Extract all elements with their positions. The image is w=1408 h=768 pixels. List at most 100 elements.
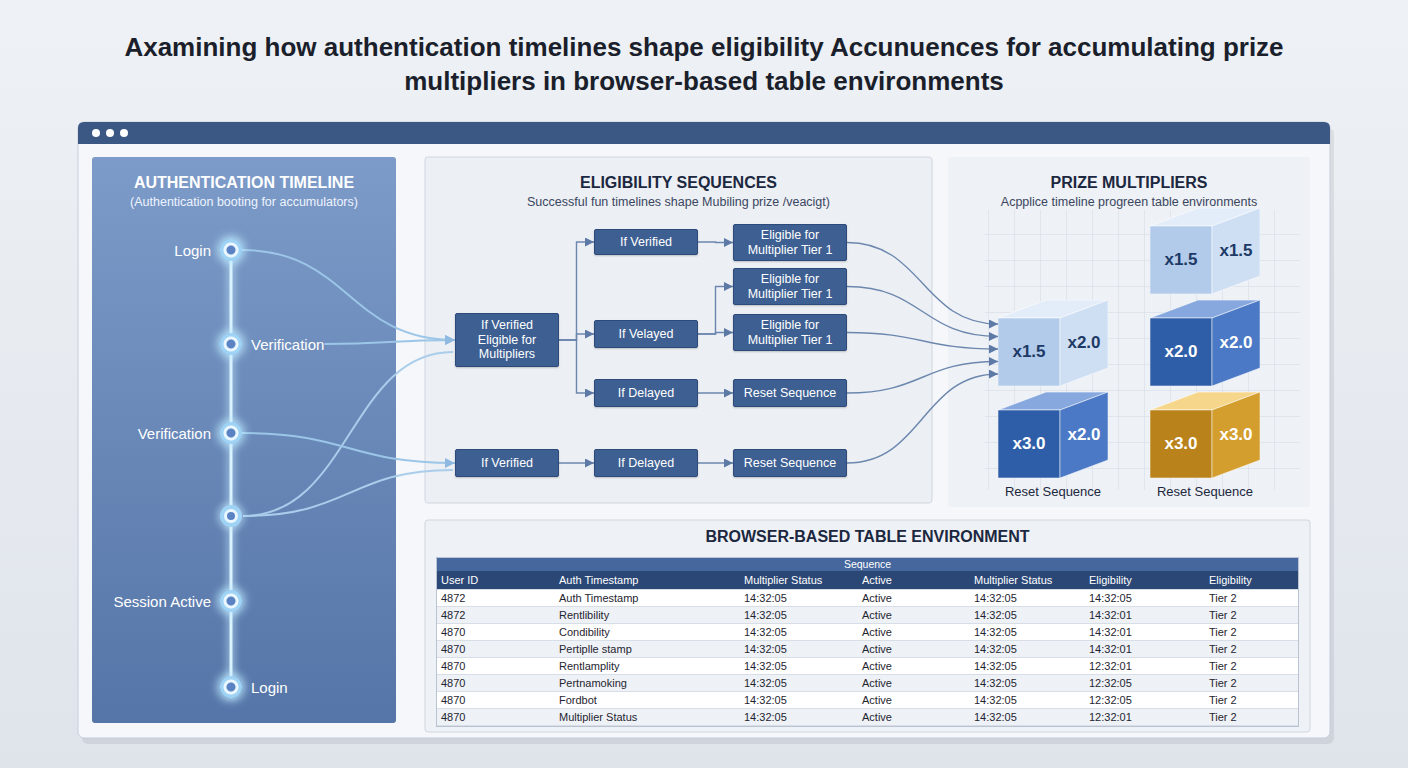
table-cell: 4872 (437, 607, 555, 624)
multiplier-value: x3.0 (1012, 434, 1045, 454)
table-row: 4870Pertnamoking14:32:05Active14:32:0512… (437, 675, 1298, 692)
connector-arrow (698, 333, 733, 335)
cell-value: Tier 2 (1209, 711, 1237, 723)
timeline-node: Login (174, 239, 242, 261)
cell-value: 14:32:05 (744, 592, 787, 604)
table-cell: Active (858, 675, 970, 692)
table-cell: 14:32:05 (740, 641, 858, 658)
cell-value: Tier 2 (1209, 626, 1237, 638)
cell-value: Condibility (559, 626, 610, 638)
cell-value: 14:32:05 (974, 643, 1017, 655)
cube-side (1212, 300, 1260, 386)
process-box: Eligible for Multiplier Tier 1 (733, 224, 847, 261)
multiplier-value: x2.0 (1219, 333, 1252, 353)
table-row: 4870Rentlamplity14:32:05Active14:32:0512… (437, 658, 1298, 675)
timeline-label: Verification (251, 336, 324, 353)
column-heading: Eligibility (1089, 574, 1132, 586)
connector-arrow (559, 462, 594, 463)
table-group-cell: Sequence (437, 558, 1298, 571)
box-label: Eligible for Multiplier Tier 1 (739, 272, 841, 301)
table-cell: Tier 2 (1205, 709, 1298, 726)
table-cell: Active (858, 692, 970, 709)
cell-value: Pertnamoking (559, 677, 627, 689)
table-panel-ground (425, 520, 1310, 732)
connector-arrow (698, 241, 733, 243)
timeline-marker-glow (217, 502, 245, 530)
cell-value: Tier 2 (1209, 660, 1237, 672)
panel-heading: PRIZE MULTIPLIERS (958, 173, 1300, 192)
cell-value: Active (862, 609, 892, 621)
cell-value: Tier 2 (1209, 677, 1237, 689)
table-cell: 4870 (437, 658, 555, 675)
table-cell: Tier 2 (1205, 692, 1298, 709)
panel-heading: BROWSER-BASED TABLE ENVIRONMENT (435, 527, 1300, 546)
cell-value: 4870 (441, 626, 465, 638)
table-cell: 12:32:01 (1085, 709, 1205, 726)
cell-value: 14:32:01 (1089, 626, 1132, 638)
table-cell: 14:32:01 (1085, 607, 1205, 624)
timeline-node: Verification (138, 422, 242, 444)
table-cell: 14:32:05 (740, 624, 858, 641)
cube-front (1150, 410, 1212, 478)
table-row: 4870Fordbot14:32:05Active14:32:0512:32:0… (437, 692, 1298, 709)
cell-value: 14:32:05 (974, 694, 1017, 706)
table-row: 4870Pertiplle stamp14:32:05Active14:32:0… (437, 641, 1298, 658)
timeline-link (243, 470, 453, 516)
window-dot (120, 129, 128, 137)
table-cell: Tier 2 (1205, 607, 1298, 624)
cell-value: Active (862, 677, 892, 689)
cell-value: 12:32:05 (1089, 677, 1132, 689)
cell-value: Active (862, 711, 892, 723)
browser-window (78, 122, 1330, 738)
cube-face: x1.5 (1150, 226, 1212, 294)
cell-value: Rentlamplity (559, 660, 620, 672)
table-cell: 12:32:01 (1085, 658, 1205, 675)
process-box: Eligible for Multiplier Tier 1 (733, 314, 847, 351)
panel-subtitle: (Authentication booting for accumulators… (102, 195, 386, 210)
table-header-cell: Eligibility (1085, 571, 1205, 590)
multiplier-cube: x3.0x3.0 (1150, 392, 1260, 478)
cell-value: 4872 (441, 609, 465, 621)
multiplier-value: x2.0 (1067, 333, 1100, 353)
box-label: If Verified Eligible for Multipliers (461, 318, 553, 361)
cube-face: x2.0 (1060, 309, 1108, 377)
table-cell: 4870 (437, 641, 555, 658)
multiplier-cube: x1.5 x2.0 (998, 300, 1108, 386)
table-cell: Active (858, 607, 970, 624)
cell-value: 12:32:05 (1089, 694, 1132, 706)
box-label: Reset Sequence (744, 386, 836, 400)
table-header-cell: Multiplier Status (740, 571, 858, 590)
cell-value: 14:32:05 (1089, 592, 1132, 604)
box-label: If Verified (481, 456, 533, 470)
cell-value: 14:32:05 (744, 694, 787, 706)
cube-face: x3.0 (998, 410, 1060, 478)
table-cell: Rentlamplity (555, 658, 740, 675)
multiplier-value: x2.0 (1067, 425, 1100, 445)
cell-value: Tier 2 (1209, 592, 1237, 604)
stack-caption: Reset Sequence (1157, 484, 1253, 499)
table-cell: 14:32:05 (970, 590, 1085, 607)
table-row: 4870Multiplier Status14:32:05Active14:32… (437, 709, 1298, 726)
table-cell: 14:32:05 (740, 709, 858, 726)
cube-face: x2.0 (1060, 401, 1108, 469)
box-label: Reset Sequence (744, 456, 836, 470)
timeline-marker (227, 512, 235, 520)
multiplier-value: x1.5 (1219, 241, 1252, 261)
table-cell: Multiplier Status (555, 709, 740, 726)
cell-value: 14:32:05 (974, 626, 1017, 638)
timeline-node: Session Active (113, 590, 242, 612)
process-box: If Velayed (594, 320, 698, 348)
table-cell: Pertiplle stamp (555, 641, 740, 658)
cube-face: x2.0 (1150, 318, 1212, 386)
table-cell: Active (858, 624, 970, 641)
cell-value: 14:32:05 (974, 660, 1017, 672)
table-header-cell: Active (858, 571, 970, 590)
multiplier-cube: x2.0 x2.0 (1150, 300, 1260, 386)
table-cell: Condibility (555, 624, 740, 641)
multiplier-value: x1.5 (1012, 342, 1045, 362)
table-header-cell: Multiplier Status (970, 571, 1085, 590)
cell-value: Tier 2 (1209, 643, 1237, 655)
process-box: If Verified (455, 449, 559, 477)
cell-value: 14:32:05 (744, 677, 787, 689)
